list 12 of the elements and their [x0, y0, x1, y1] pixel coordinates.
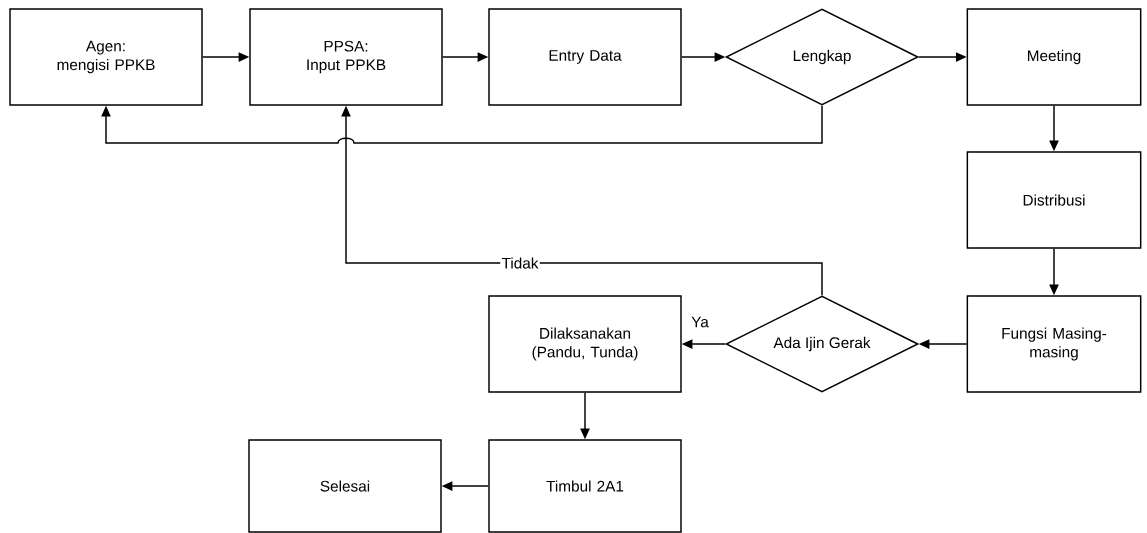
edge-label: Ya — [691, 316, 709, 328]
process-box: Entry Data — [488, 8, 682, 106]
process-box: Meeting — [966, 8, 1142, 106]
process-box: Selesai — [248, 439, 442, 533]
process-box: Agen: mengisi PPKB — [9, 8, 203, 106]
edge-label: Tidak — [500, 256, 540, 270]
process-box: Fungsi Masing-masing — [966, 295, 1142, 393]
arrow — [101, 105, 823, 144]
process-box: Distribusi — [966, 151, 1142, 249]
process-box: Dilaksanakan (Pandu, Tunda) — [488, 295, 682, 393]
process-box: PPSA: Input PPKB — [249, 8, 443, 106]
process-box: Timbul 2A1 — [488, 439, 682, 533]
